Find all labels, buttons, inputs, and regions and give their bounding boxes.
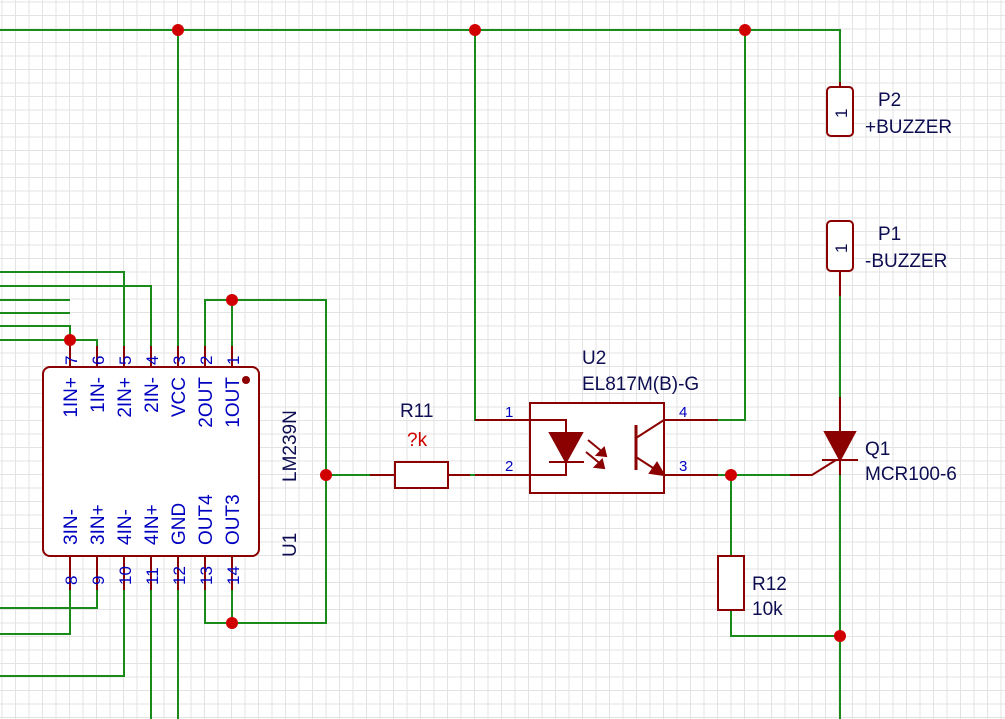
u1-pin-name: 4IN+ <box>142 504 163 545</box>
wire-u2-pin1[interactable] <box>474 30 530 421</box>
u1-pin-number: 5 <box>116 356 135 365</box>
u1-pin-number: 12 <box>170 566 189 585</box>
u1-pin1-marker <box>242 376 250 384</box>
junction-dot <box>64 334 76 346</box>
r12-body[interactable] <box>717 555 745 611</box>
wire-u1-in-9[interactable] <box>0 590 98 609</box>
u2-pin4-number: 4 <box>679 404 687 421</box>
u1-pin-number: 3 <box>170 356 189 365</box>
u1-body[interactable] <box>42 366 260 557</box>
junction-dot <box>172 24 184 36</box>
wire-vcc-rail[interactable] <box>0 29 841 82</box>
p2-value: +BUZZER <box>865 117 952 138</box>
u1-pin-name: 1IN+ <box>61 377 82 418</box>
wire-u1-out-loop[interactable] <box>204 299 327 624</box>
junction-dot <box>226 294 238 306</box>
r12-resistor[interactable]: R12 10k <box>717 555 787 620</box>
p2-ref: P2 <box>878 90 901 111</box>
u2-pin2-number: 2 <box>505 458 513 475</box>
u1-pin-name: 2OUT <box>196 377 217 428</box>
u2-phototransistor-icon <box>634 419 666 477</box>
wire-u1-in-7[interactable] <box>0 325 71 346</box>
q1-thyristor-icon[interactable] <box>823 431 857 463</box>
p2-pin-number: 1 <box>832 109 851 118</box>
u2-led-diode-icon <box>530 419 608 476</box>
r12-ref: R12 <box>752 574 787 595</box>
r12-value: 10k <box>752 599 783 620</box>
wire-u1-in-6[interactable] <box>0 339 98 346</box>
u1-pin-number: 7 <box>62 356 81 365</box>
junction-dot <box>725 469 737 481</box>
wire-r12-gnd[interactable] <box>730 610 840 637</box>
junction-dot <box>469 24 481 36</box>
p2-connector[interactable]: 1 P2 +BUZZER <box>826 82 952 138</box>
u1-pin-number: 8 <box>62 576 81 585</box>
p1-pin-number: 1 <box>832 244 851 253</box>
u1-pin-name: 4IN- <box>115 509 136 545</box>
u1-pin-number: 11 <box>143 567 162 585</box>
q1-value: MCR100-6 <box>865 464 957 485</box>
u1-pin-name: 1IN- <box>88 377 109 413</box>
u2-optocoupler[interactable]: 1 2 3 4 U2 EL817M(B)-G <box>475 348 718 494</box>
u2-pin1-number: 1 <box>505 404 513 421</box>
p1-value: -BUZZER <box>865 251 947 272</box>
p1-connector[interactable]: 1 P1 -BUZZER <box>826 220 947 296</box>
u1-value: LM239N <box>280 410 301 482</box>
u1-pin-number: 2 <box>197 356 216 365</box>
wire-u1-in-8[interactable] <box>0 590 71 635</box>
u1-pin-number: 10 <box>116 566 135 585</box>
junction-dot <box>739 24 751 36</box>
u1-pin-name: OUT4 <box>196 494 217 545</box>
junction-dot <box>226 617 238 629</box>
q1-ref: Q1 <box>865 439 890 460</box>
u1-pin-name: 1OUT <box>223 377 244 428</box>
junction-dot <box>834 630 846 642</box>
u1-pin-number: 14 <box>224 566 243 585</box>
wire-u1-in-5[interactable] <box>0 271 125 346</box>
junctions <box>64 24 846 642</box>
u1-pin-number: 13 <box>197 566 216 585</box>
u1-comparator[interactable]: 7 1IN+ 3IN- 8 6 1IN- 3IN+ 9 5 2IN+ 4IN- 10 4 2IN- 4IN+… <box>42 346 301 590</box>
r11-ref: R11 <box>400 401 433 422</box>
u1-pin-name: 2IN- <box>142 377 163 413</box>
u1-pin-name: OUT3 <box>223 494 244 545</box>
u1-pin-name: 3IN- <box>61 509 82 545</box>
r11-resistor[interactable]: R11 ?k <box>370 401 470 489</box>
u1-ref: U1 <box>280 533 301 557</box>
u2-ref: U2 <box>582 348 606 369</box>
u2-value: EL817M(B)-G <box>582 374 699 395</box>
junction-dot <box>320 469 332 481</box>
r11-body[interactable] <box>394 461 449 489</box>
u1-pin-number: 6 <box>89 356 108 365</box>
r11-value: ?k <box>407 430 428 451</box>
q1-scr[interactable]: Q1 MCR100-6 <box>790 397 957 485</box>
u1-pin-labels: 7 1IN+ 3IN- 8 6 1IN- 3IN+ 9 5 2IN+ 4IN- 10 4 2IN- 4IN+… <box>61 356 244 585</box>
p1-ref: P1 <box>878 224 901 245</box>
q1-gate-lead <box>790 459 837 476</box>
u1-pin-name: GND <box>169 503 190 545</box>
wire-u1-in-10[interactable] <box>0 590 125 677</box>
u1-pin-name: 2IN+ <box>115 377 136 418</box>
u1-pin-number: 4 <box>143 356 162 365</box>
wire-u1-in-4[interactable] <box>0 285 152 346</box>
u1-pin-name: 3IN+ <box>88 504 109 545</box>
u1-pin-name: VCC <box>169 377 190 417</box>
u1-pin-number: 1 <box>224 356 243 365</box>
u2-pin3-number: 3 <box>679 458 687 475</box>
u1-pins <box>69 346 233 590</box>
p2-body[interactable] <box>826 86 854 137</box>
u1-pin-number: 9 <box>89 576 108 585</box>
